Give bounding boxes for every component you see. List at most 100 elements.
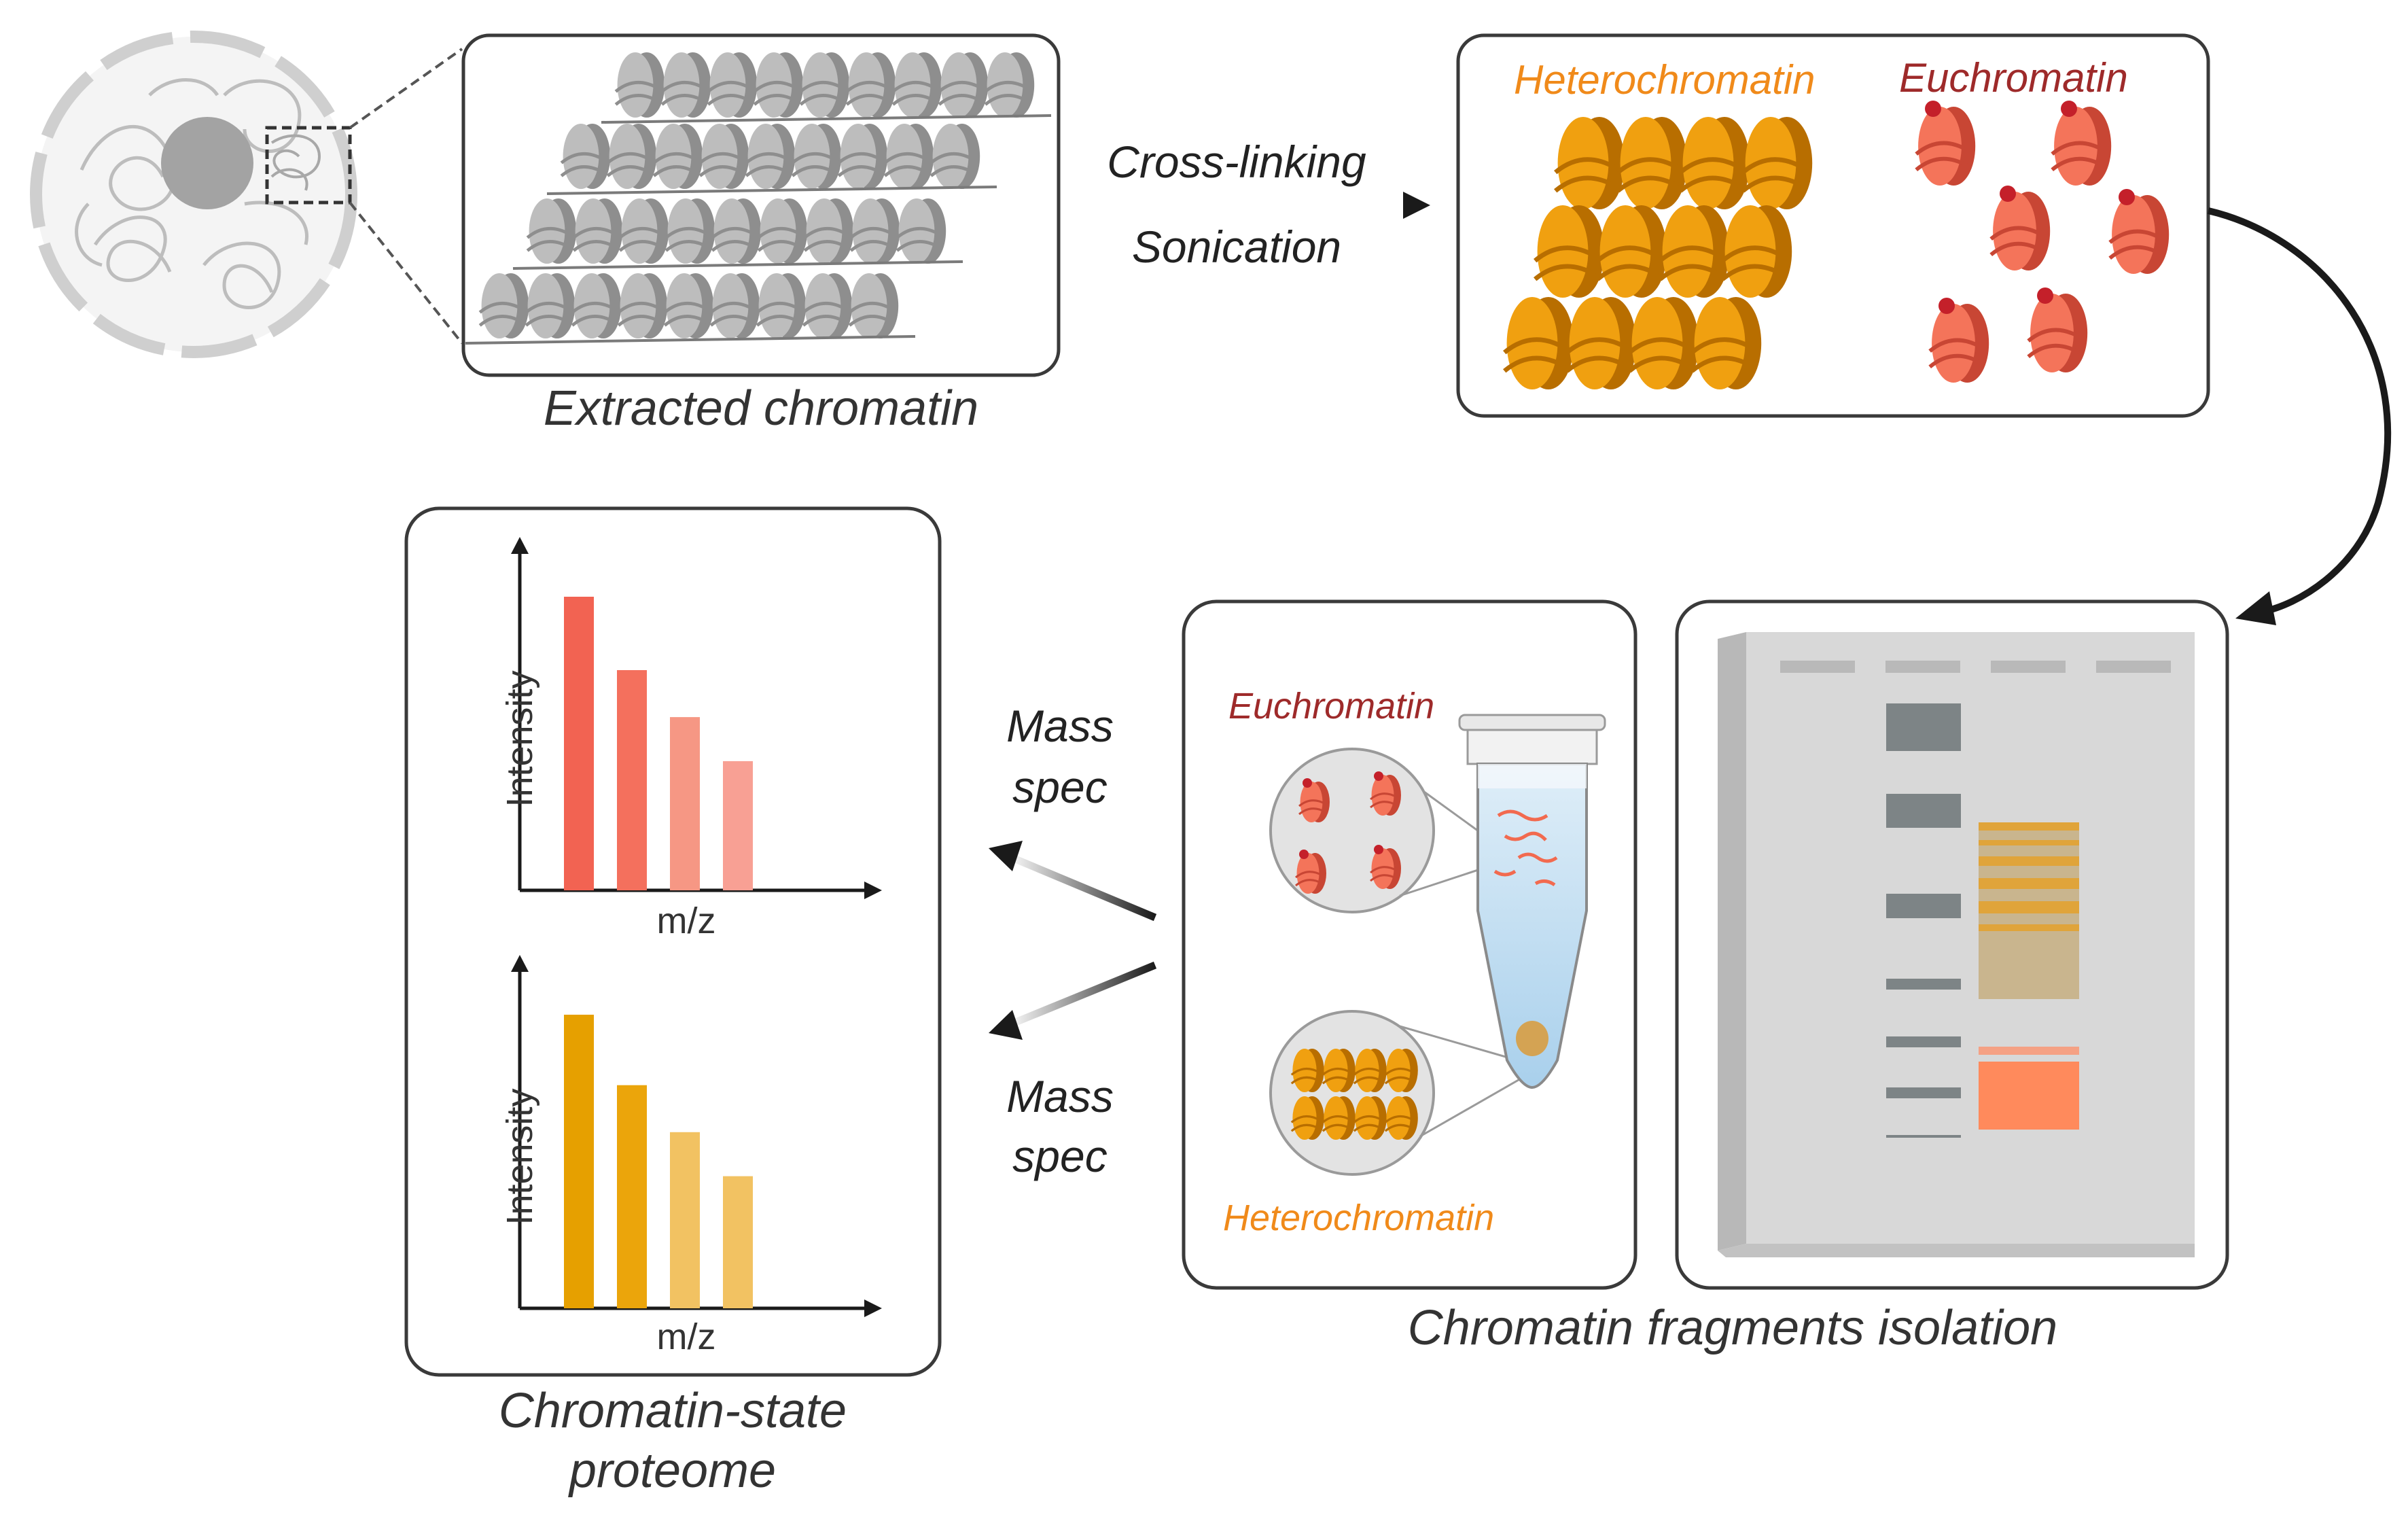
gray-nucleosome	[745, 124, 796, 189]
heterochromatin-fragment	[1384, 1096, 1418, 1140]
euchromatin-fragments	[1295, 771, 1401, 894]
orange-nucleosome	[1565, 297, 1637, 389]
modification-dot	[1374, 771, 1383, 781]
modification-dot	[2000, 186, 2016, 202]
gray-nucleosome	[711, 198, 762, 264]
mass-spec-lower-line2: spec	[1012, 1131, 1108, 1181]
gray-nucleosome	[848, 273, 899, 338]
gray-nucleosome	[526, 198, 577, 264]
modification-dot	[2119, 189, 2135, 205]
gray-nucleosome	[707, 52, 758, 118]
red-nucleosome	[1915, 107, 1976, 186]
orange-nucleosome	[1679, 117, 1750, 209]
proteome-caption-line1: Chromatin-state	[498, 1384, 847, 1438]
gray-nucleosome	[478, 273, 529, 338]
heterochromatin-fragment	[1353, 1096, 1387, 1140]
orange-nucleosome	[1690, 297, 1762, 389]
modification-dot	[1925, 101, 1941, 117]
ladder-band	[1886, 979, 1961, 990]
gray-nucleosome	[883, 124, 934, 189]
mass-spec-arrow-upper	[1004, 851, 1157, 922]
proteome-panel	[404, 506, 942, 1377]
gray-nucleosome	[938, 52, 989, 118]
ladder-band	[1886, 894, 1961, 918]
sample-lane	[1979, 822, 2079, 1130]
euchromatin-label-tube: Euchromatin	[1228, 686, 1435, 727]
gray-nucleosome	[756, 273, 807, 338]
euchromatin-nucleosome-array	[1915, 101, 2170, 383]
proteome-caption-line2: proteome	[569, 1444, 777, 1498]
euchromatin-fragment	[1298, 782, 1330, 822]
bar	[564, 597, 594, 890]
red-nucleosome	[2108, 195, 2170, 274]
bar	[617, 1085, 647, 1308]
microcentrifuge-tube	[1458, 714, 1606, 1089]
sonication-label: Sonication	[1131, 222, 1342, 272]
ladder-band	[1886, 1036, 1961, 1047]
gray-nucleosome	[791, 124, 842, 189]
gray-nucleosome	[571, 273, 622, 338]
bar	[670, 1132, 700, 1308]
orange-nucleosome	[1554, 117, 1625, 209]
ladder-band	[1886, 794, 1961, 828]
fragments-isolation-caption: Chromatin fragments isolation	[1407, 1301, 2058, 1355]
heterochromatin-nucleosome-array	[1503, 117, 1813, 389]
curved-arrow-to-gel	[2207, 207, 2392, 615]
euchromatin-fragment	[1370, 848, 1401, 889]
ladder-band	[1886, 1087, 1961, 1098]
gray-nucleosome	[837, 124, 888, 189]
orange-nucleosome	[1659, 205, 1730, 298]
heterochromatin-fragment	[1322, 1096, 1356, 1140]
heterochromatin-bars	[564, 1015, 753, 1308]
gray-nucleosome	[698, 124, 749, 189]
bar	[617, 670, 647, 890]
mass-spec-upper-line2: spec	[1012, 762, 1108, 812]
orange-nucleosome	[1503, 297, 1574, 389]
gray-nucleosome	[984, 52, 1035, 118]
heterochromatin-fragment	[1384, 1049, 1418, 1092]
gel-slab	[1718, 632, 2195, 1257]
gray-nucleosome	[753, 52, 804, 118]
orange-nucleosome	[1628, 297, 1699, 389]
heterochromatin-chart	[511, 955, 882, 1317]
heterochromatin-label-tube: Heterochromatin	[1223, 1198, 1495, 1238]
orange-nucleosome	[1741, 117, 1813, 209]
het-xlabel: m/z	[656, 1316, 716, 1357]
modification-dot	[1299, 850, 1309, 859]
gray-nucleosome-array	[465, 52, 1052, 345]
ladder-band	[1886, 703, 1961, 751]
gray-nucleosome	[799, 52, 850, 118]
bar	[723, 761, 753, 890]
gray-nucleosome	[663, 273, 714, 338]
gray-nucleosome	[849, 198, 900, 264]
orange-nucleosome	[1721, 205, 1792, 298]
bar	[670, 717, 700, 890]
het-ylabel: Intensity	[499, 1088, 540, 1225]
euchromatin-chart	[511, 537, 882, 899]
mass-spec-arrow-lower	[1004, 961, 1157, 1030]
gray-nucleosome	[614, 52, 665, 118]
heterochromatin-fragment	[1290, 1049, 1324, 1092]
orange-nucleosome	[1616, 117, 1688, 209]
heterochromatin-fragment	[1290, 1096, 1324, 1140]
crosslinking-label: Cross-linking	[1107, 137, 1366, 187]
gray-nucleosome	[929, 124, 980, 189]
gray-nucleosome	[665, 198, 715, 264]
euchromatin-fragment	[1295, 853, 1326, 894]
ladder-band	[1886, 1135, 1961, 1138]
euchromatin-fragment	[1370, 775, 1401, 816]
gray-nucleosome	[891, 52, 942, 118]
extracted-chromatin-caption: Extracted chromatin	[543, 381, 979, 436]
zoom-box	[265, 126, 352, 205]
gray-nucleosome	[709, 273, 760, 338]
modification-dot	[1303, 778, 1312, 788]
bar	[564, 1015, 594, 1308]
gray-nucleosome	[803, 198, 854, 264]
gray-nucleosome	[652, 124, 703, 189]
red-nucleosome	[2051, 107, 2112, 186]
heterochromatin-fragment	[1353, 1049, 1387, 1092]
heterochromatin-fragments	[1290, 1049, 1418, 1140]
gray-nucleosome	[618, 198, 669, 264]
bar	[723, 1176, 753, 1308]
